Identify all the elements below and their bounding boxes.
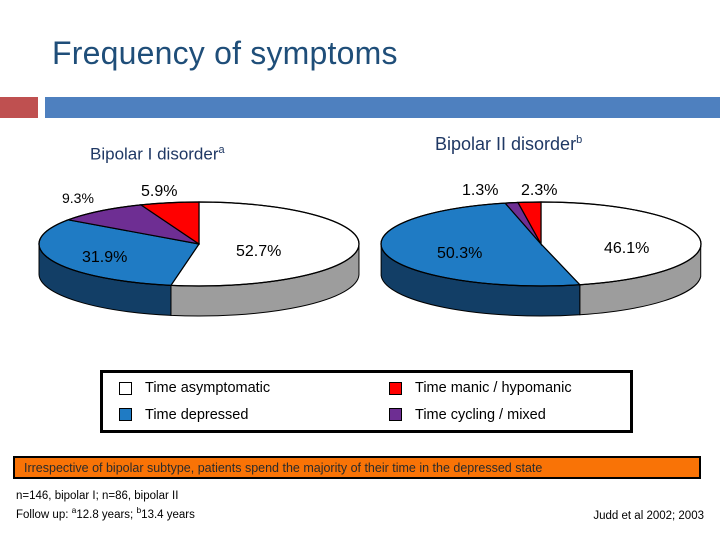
chart-2-heading: Bipolar II disorderb: [435, 134, 582, 155]
legend-swatch-cycling-icon: [389, 408, 402, 422]
pie-2-label-depressed: 50.3%: [437, 245, 483, 262]
legend-swatch-asymptomatic-icon: [119, 381, 132, 395]
pie-chart-1-svg: [38, 201, 360, 317]
key-message-text: Irrespective of bipolar subtype, patient…: [24, 460, 543, 475]
pie-1-top-outline: [38, 201, 360, 287]
legend-item-cycling: Time cycling / mixed: [389, 407, 630, 423]
chart-1-heading-text: Bipolar I disorder: [90, 144, 219, 164]
chart-1-heading: Bipolar I disordera: [90, 144, 225, 165]
source-citation: Judd et al 2002; 2003: [593, 510, 704, 522]
pie-2-label-manic: 2.3%: [521, 182, 558, 199]
pie-chart-bipolar-2: [378, 200, 704, 326]
footnote-sup-b: b: [136, 505, 142, 515]
legend-item-depressed: Time depressed: [119, 407, 389, 423]
pie-1-label-depressed: 31.9%: [82, 249, 128, 266]
legend-label-manic: Time manic / hypomanic: [415, 380, 572, 397]
pie-2-label-asymptomatic: 46.1%: [604, 240, 650, 257]
footnote-follow-up-prefix: Follow up:: [16, 508, 72, 521]
pie-2-label-cycling: 1.3%: [462, 182, 499, 199]
footnote-follow-up: Follow up: a12.8 years; b13.4 years: [16, 503, 195, 522]
footnote-sample-size: n=146, bipolar I; n=86, bipolar II: [16, 490, 179, 502]
page-title: Frequency of symptoms: [52, 35, 398, 71]
chart-2-heading-text: Bipolar II disorder: [435, 134, 577, 154]
footnote-follow-up-suffix: 13.4 years: [141, 508, 195, 521]
chart-1-heading-superscript: a: [218, 144, 225, 156]
title-rule-accent: [0, 97, 38, 118]
pie-1-label-asymptomatic: 52.7%: [236, 243, 282, 260]
legend-label-cycling: Time cycling / mixed: [415, 406, 546, 423]
pie-1-label-manic: 5.9%: [141, 183, 178, 200]
key-message-banner: Irrespective of bipolar subtype, patient…: [13, 456, 701, 479]
chart-2-heading-superscript: b: [576, 134, 583, 146]
footnotes: n=146, bipolar I; n=86, bipolar II Follo…: [16, 489, 195, 522]
legend-item-manic: Time manic / hypomanic: [389, 380, 630, 396]
legend-swatch-depressed-icon: [119, 408, 132, 422]
legend-swatch-manic-icon: [389, 381, 402, 395]
legend-label-depressed: Time depressed: [145, 406, 249, 423]
pie-1-label-cycling: 9.3%: [62, 190, 94, 206]
legend-label-asymptomatic: Time asymptomatic: [145, 380, 271, 397]
pie-chart-2-svg: [380, 201, 702, 317]
pie-2-top-outline: [380, 201, 702, 287]
footnote-follow-up-mid: 12.8 years;: [76, 508, 137, 521]
title-rule-bar: [45, 97, 720, 118]
chart-legend: Time asymptomatic Time manic / hypomanic…: [100, 370, 633, 433]
footnote-sup-a: a: [71, 505, 77, 515]
pie-chart-bipolar-1: [36, 200, 362, 326]
legend-item-asymptomatic: Time asymptomatic: [119, 380, 389, 396]
